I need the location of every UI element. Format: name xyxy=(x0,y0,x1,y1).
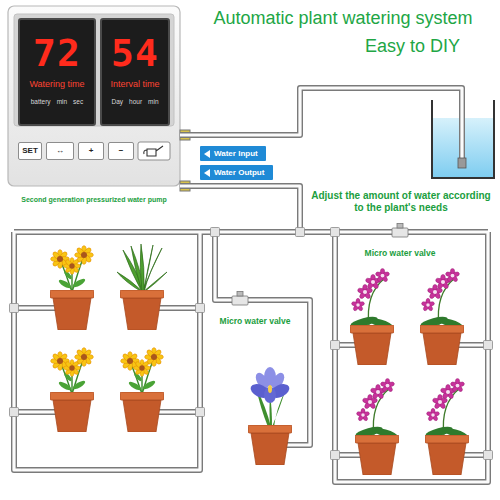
display-digits: 72 xyxy=(20,34,94,72)
pump-housing-shape xyxy=(8,6,190,191)
port-label: Water Input xyxy=(214,150,258,158)
display-label: Interval time xyxy=(102,80,168,89)
arrow-icon xyxy=(204,150,210,158)
micro-valve-symbol xyxy=(232,224,408,306)
button-label: ↔ xyxy=(56,147,64,155)
unit-label: battery xyxy=(31,99,51,106)
lcd-display: 72Watering time battery minsec xyxy=(18,18,96,126)
unit-label: min xyxy=(148,99,158,106)
note-text: Adjust the amount of water according to … xyxy=(310,190,492,213)
lcd-display: 54Interval timeDayhourmin xyxy=(100,18,170,126)
control-button: + xyxy=(78,142,104,160)
label-holder: Micro water valve xyxy=(210,310,300,328)
title: Automatic plant watering system xyxy=(213,8,472,30)
display-digits: 54 xyxy=(102,34,168,72)
control-button: SET xyxy=(18,142,42,160)
button-label: + xyxy=(89,147,94,155)
port-label: Water Output xyxy=(214,169,264,177)
title-holder: Automatic plant watering system xyxy=(190,8,496,30)
potted-plants xyxy=(50,244,469,475)
part-label: Micro water valve xyxy=(363,248,438,258)
part-label: Micro water valve xyxy=(218,316,293,326)
arrow-icon xyxy=(204,169,210,177)
pump-caption: Second generation pressurized water pump xyxy=(0,196,192,204)
pump-housing: Second generation pressurized water pump… xyxy=(8,6,180,186)
control-button: ↔ xyxy=(46,142,74,160)
button-label: SET xyxy=(22,147,38,155)
label-holder: Adjust the amount of water according to … xyxy=(310,190,492,213)
port-tag: Water Output xyxy=(200,165,273,180)
unit-label: hour xyxy=(129,99,142,106)
port-tag: Water Input xyxy=(200,146,266,161)
label-holder: Micro water valve xyxy=(355,242,445,260)
tubing xyxy=(14,88,488,482)
subtitle: Easy to DIY xyxy=(365,36,460,58)
tube-fittings xyxy=(10,228,493,460)
unit-label: min xyxy=(57,99,67,106)
display-label: Watering time xyxy=(20,80,94,89)
label-holder: Easy to DIY xyxy=(330,36,495,58)
unit-label: Day xyxy=(111,99,123,106)
unit-label: sec xyxy=(73,99,83,106)
control-button: − xyxy=(108,142,134,160)
button-label: − xyxy=(119,147,124,155)
